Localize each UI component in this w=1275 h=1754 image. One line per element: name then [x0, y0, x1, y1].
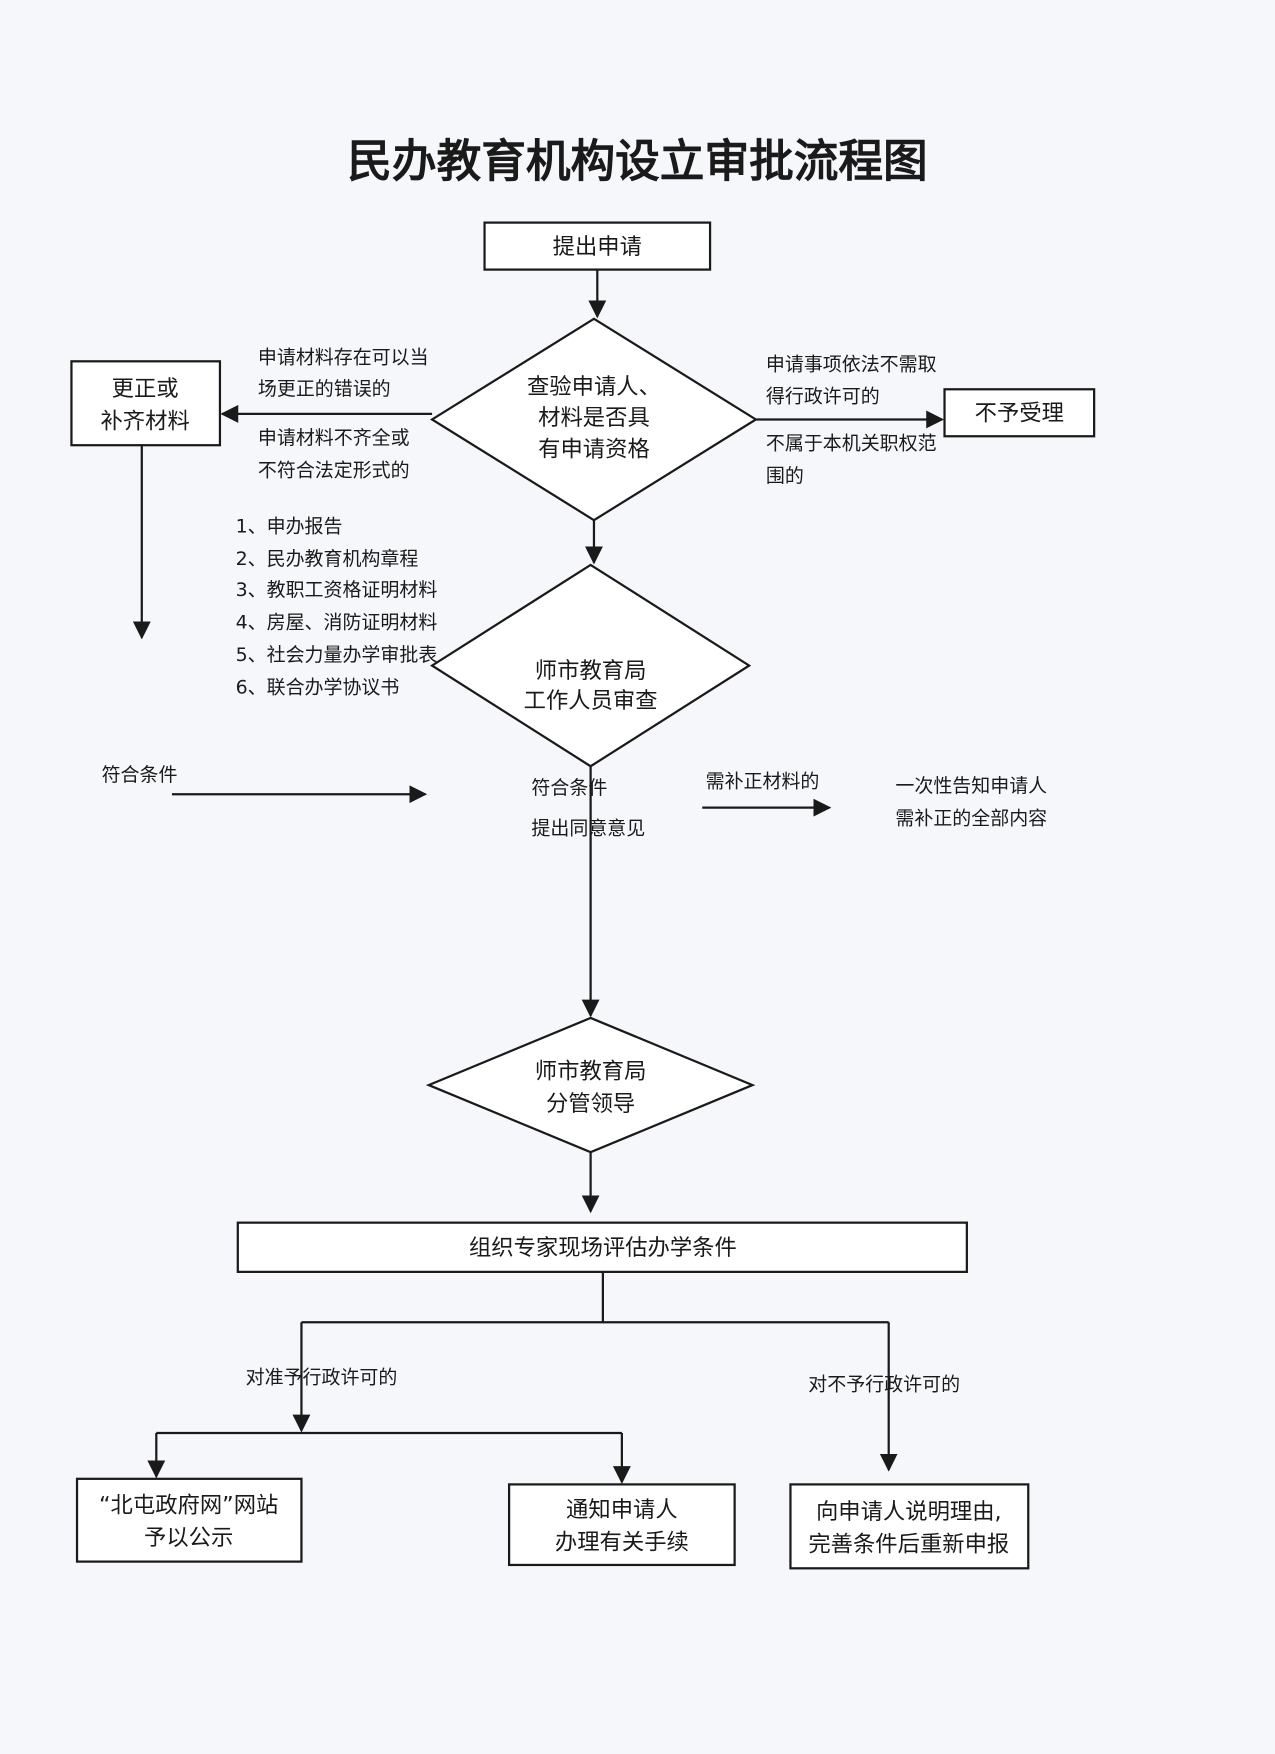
node-leader-line-2: 分管领导 — [546, 1091, 635, 1117]
node-check-line-1: 查验申请人、 — [527, 374, 661, 400]
label-inform-line-2: 需补正的全部内容 — [895, 807, 1047, 829]
materials-item: 3、教职工资格证明材料 — [236, 579, 438, 601]
materials-item: 6、联合办学协议书 — [236, 677, 400, 699]
label-qualified-line-2: 提出同意意见 — [531, 817, 645, 839]
node-apply: 提出申请 — [483, 221, 712, 271]
label-no-permit-line-1: 申请事项依法不需取 — [766, 353, 937, 375]
label-incomplete-line-2: 不符合法定形式的 — [258, 460, 410, 482]
node-reject: 不予受理 — [943, 388, 1096, 438]
label-qualified-left: 符合条件 — [102, 764, 178, 786]
node-check-qualification: 查验申请人、 材料是否具 有申请资格 — [429, 317, 758, 522]
label-not-scope-line-1: 不属于本机关职权范 — [766, 433, 937, 455]
label-deny-permit: 对不予行政许可的 — [808, 1373, 960, 1395]
label-grant-permit: 对准予行政许可的 — [246, 1367, 398, 1389]
label-correctable-line-1: 申请材料存在可以当 — [258, 347, 429, 369]
node-leader-line-1: 师市教育局 — [535, 1058, 647, 1084]
node-notify-line-2: 办理有关手续 — [555, 1529, 689, 1555]
materials-list: 1、申办报告 2、民办教育机构章程 3、教职工资格证明材料 4、房屋、消防证明材… — [236, 515, 438, 698]
label-qualified-line-1: 符合条件 — [531, 777, 607, 799]
label-inform-line-1: 一次性告知申请人 — [895, 775, 1047, 797]
edge-expert-split — [301, 1271, 605, 1324]
materials-item: 4、房屋、消防证明材料 — [236, 612, 438, 634]
label-need-supplement: 需补正材料的 — [706, 770, 820, 792]
node-publicize-line-2: 予以公示 — [144, 1525, 233, 1551]
node-correct-line-1: 更正或 — [112, 376, 179, 402]
label-no-permit-line-2: 得行政许可的 — [766, 386, 880, 408]
node-correct-line-2: 补齐材料 — [100, 408, 189, 434]
label-not-scope-line-2: 围的 — [766, 465, 804, 487]
node-notify: 通知申请人 办理有关手续 — [507, 1483, 736, 1567]
materials-item: 2、民办教育机构章程 — [236, 548, 419, 570]
node-explain-reason: 向申请人说明理由, 完善条件后重新申报 — [789, 1483, 1030, 1570]
node-notify-line-1: 通知申请人 — [566, 1497, 678, 1523]
node-publicize-line-1: “北屯政府网”网站 — [99, 1492, 278, 1518]
node-staff-line-2: 工作人员审查 — [524, 688, 658, 714]
node-correct-materials: 更正或 补齐材料 — [70, 360, 222, 447]
materials-item: 5、社会力量办学审批表 — [236, 644, 438, 666]
node-expert-evaluation: 组织专家现场评估办学条件 — [236, 1221, 968, 1273]
node-apply-label: 提出申请 — [553, 234, 642, 260]
node-check-line-3: 有申请资格 — [538, 436, 650, 462]
node-leader-review: 师市教育局 分管领导 — [425, 1016, 756, 1154]
node-staff-line-1: 师市教育局 — [535, 658, 647, 684]
node-explain-line-1: 向申请人说明理由, — [816, 1499, 1002, 1525]
label-correctable-line-2: 场更正的错误的 — [258, 378, 391, 400]
node-expert-label: 组织专家现场评估办学条件 — [469, 1235, 737, 1261]
node-staff-review: 师市教育局 工作人员审查 — [429, 563, 752, 768]
node-reject-label: 不予受理 — [975, 401, 1064, 427]
diagram-title: 民办教育机构设立审批流程图 — [347, 136, 927, 188]
materials-item: 1、申办报告 — [236, 515, 343, 537]
node-publicize: “北屯政府网”网站 予以公示 — [75, 1477, 303, 1563]
label-incomplete-line-1: 申请材料不齐全或 — [258, 427, 410, 449]
node-explain-line-2: 完善条件后重新申报 — [808, 1532, 1009, 1558]
node-check-line-2: 材料是否具 — [538, 405, 650, 431]
